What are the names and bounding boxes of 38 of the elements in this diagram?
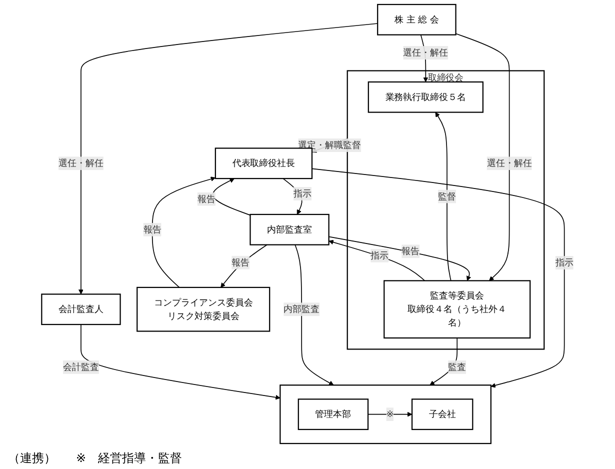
arrow: [80, 324, 280, 400]
edge-label: 選任・解任: [486, 158, 532, 168]
node-box: 会計監査人: [41, 294, 121, 326]
arrow: [455, 33, 510, 281]
node-box: コンプライアンス委員会 リスク対策委員会: [136, 286, 270, 332]
arrow: [212, 178, 251, 216]
arrow: [312, 168, 565, 388]
edge-label: 会計監査: [63, 362, 99, 372]
node-box: 代表取締役社長: [214, 148, 313, 180]
arrow: [328, 236, 472, 281]
edge-label: 報告: [402, 246, 420, 256]
arrow: [152, 176, 216, 288]
node-box: 管理本部: [298, 398, 369, 430]
edge-label: 監督: [438, 190, 456, 202]
edge-label: 選任・解任: [58, 158, 104, 168]
edge-label: 指示: [555, 257, 574, 268]
node-box: 株 主 総 会: [377, 4, 456, 36]
note-text: （連携）: [8, 450, 56, 467]
edge-label: 報告: [232, 256, 250, 268]
note-text: ※ 経営指導・監督: [76, 450, 182, 467]
arrow: [78, 23, 378, 294]
edge-label: 報告: [143, 224, 162, 235]
arrow: [220, 244, 268, 288]
edge-label: 選任・解任: [403, 47, 448, 58]
arrow: [328, 240, 426, 282]
node-box: 子会社: [411, 398, 474, 430]
edge-label: 指示: [294, 188, 312, 199]
edge-label: 内部監査: [284, 304, 320, 314]
node-box: 内部監査室: [250, 214, 330, 246]
arrow: [294, 244, 334, 386]
edge-label: 監査: [448, 362, 466, 372]
arrow: [435, 112, 452, 282]
edge-label: ※: [386, 408, 394, 420]
edge-label: 報告: [197, 193, 216, 204]
edge-label: 指示: [370, 250, 389, 261]
node-box: 監査等委員会 取締役４名（うち社外４名）: [384, 280, 531, 339]
node-box: 業務執行取締役５名: [368, 81, 484, 113]
cluster: [280, 384, 492, 444]
